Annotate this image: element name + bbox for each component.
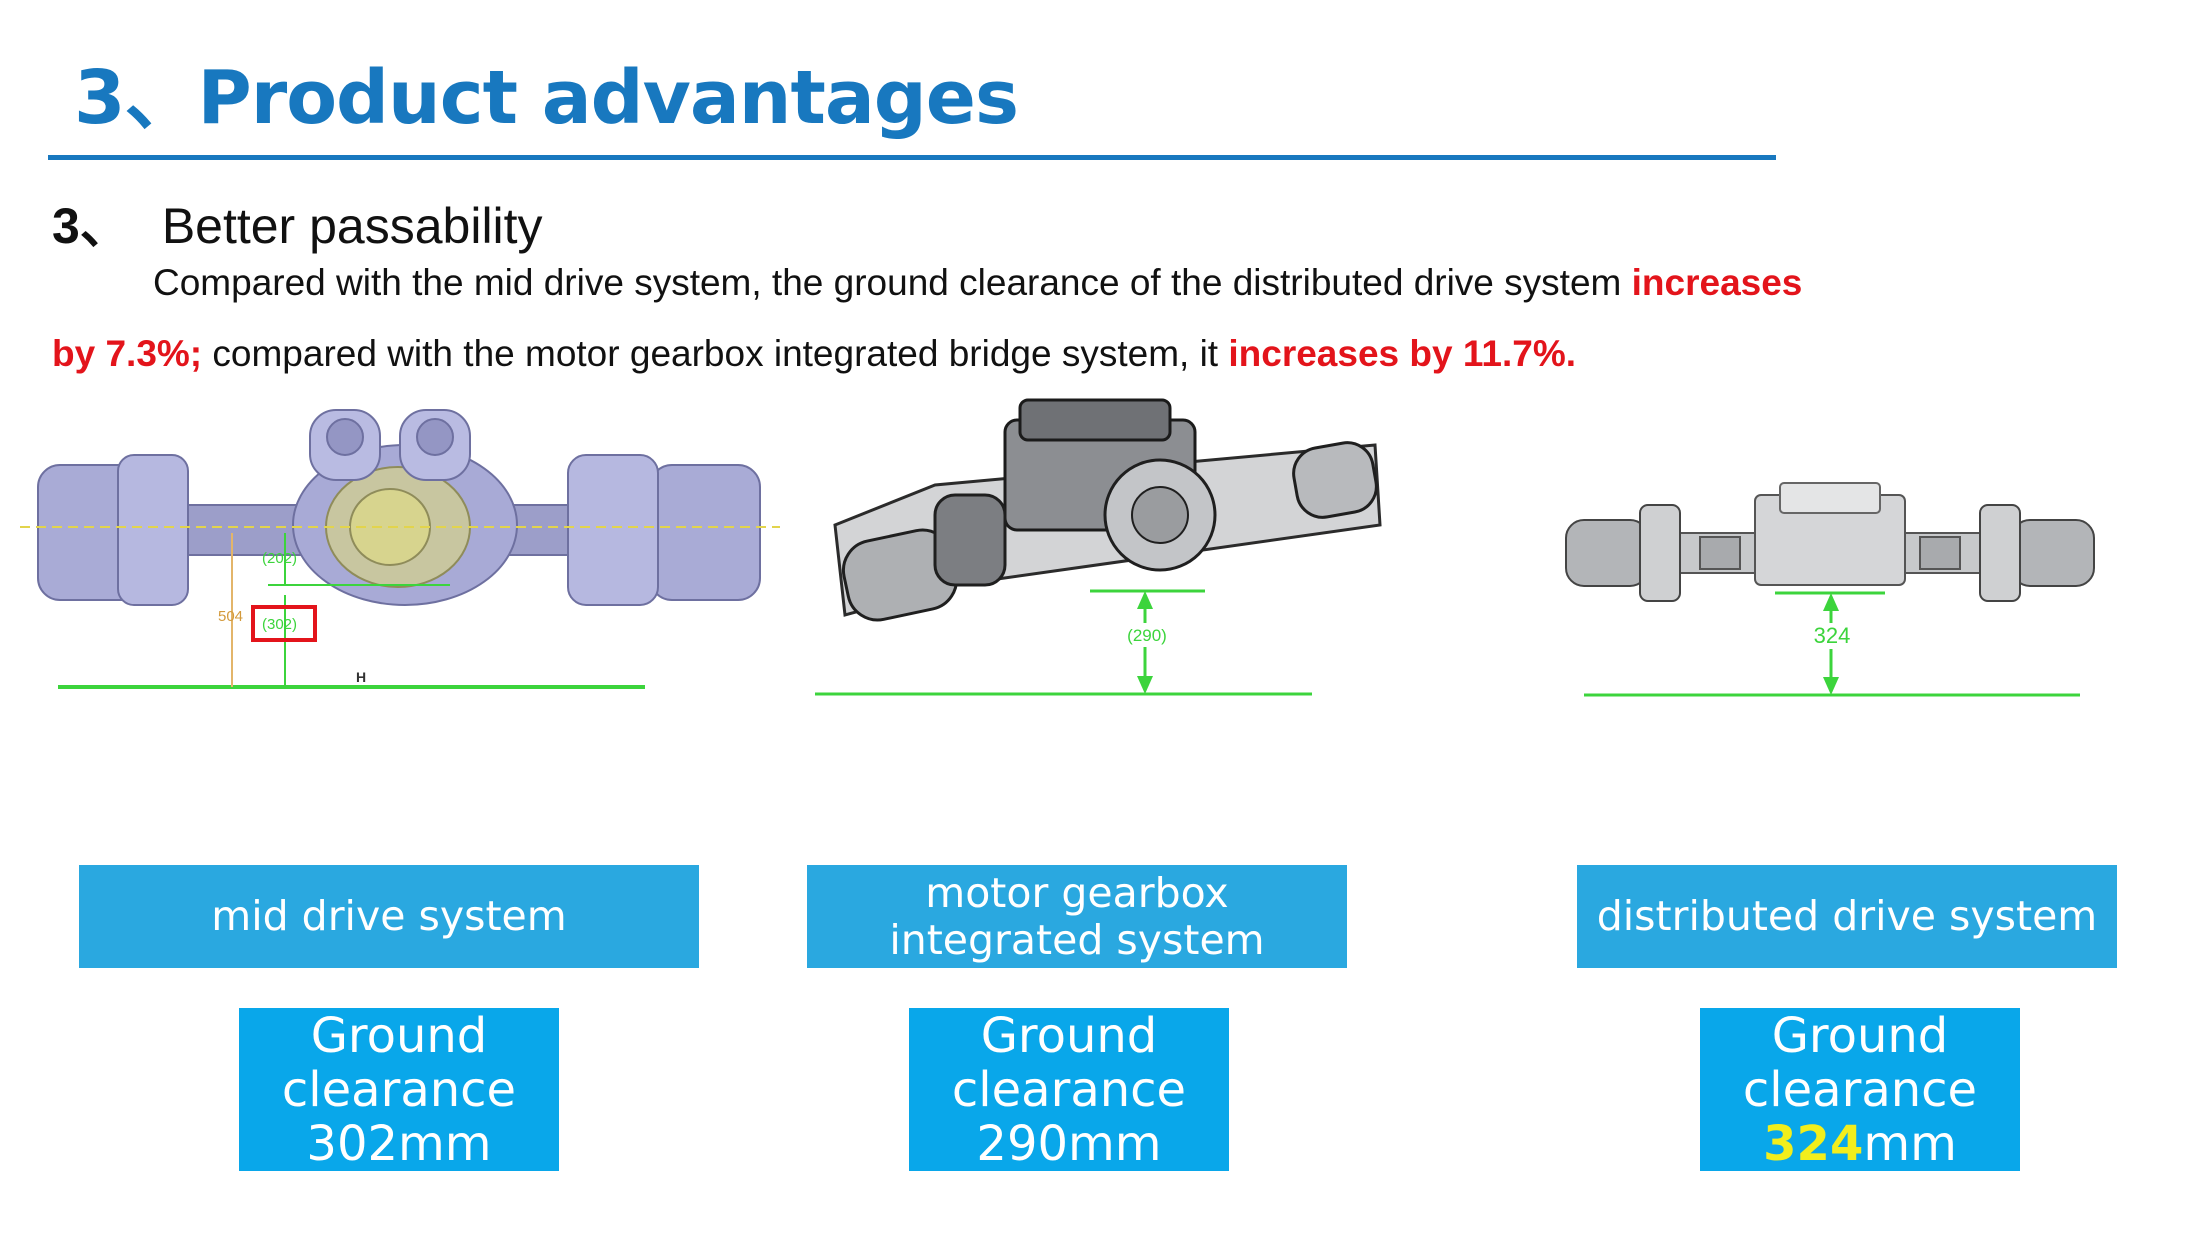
paragraph-line-2: by 7.3%; compared with the motor gearbox… <box>52 333 1576 374</box>
title-underline <box>48 155 1776 160</box>
clearance-box-motor-gearbox: Ground clearance 290mm <box>909 1008 1229 1171</box>
motor-gearbox-axle-drawing <box>833 398 1382 622</box>
dim-label-202: (202) <box>262 550 297 567</box>
clearance-value: 324mm <box>1763 1115 1957 1172</box>
mid-drive-axle-drawing <box>37 409 761 606</box>
up-arrow <box>1137 591 1153 609</box>
emphasis-percent-1: by 7.3%; <box>52 333 203 374</box>
dim-label-504: 504 <box>218 608 243 625</box>
label-motor-gearbox-system: motor gearbox integrated system <box>807 865 1347 968</box>
page-title: 3、Product advantages <box>74 55 1019 141</box>
motor-gearbox-axle-figure: (290) <box>815 398 1382 696</box>
mid-drive-axle-figure: 504 (202) (302) H <box>20 409 780 689</box>
section-number: 3、 <box>52 198 130 254</box>
up-arrow <box>1823 593 1839 611</box>
down-arrow <box>1137 676 1153 694</box>
dim-mark-h: H <box>356 669 366 685</box>
clearance-value: 302mm <box>306 1115 492 1172</box>
distributed-drive-axle-figure: 324 <box>1565 482 2095 697</box>
emphasis-increases: increases <box>1631 262 1803 303</box>
dim-label-302: (302) <box>262 616 297 633</box>
dim-label-290: (290) <box>1127 626 1167 645</box>
label-distributed-drive-system: distributed drive system <box>1577 865 2117 968</box>
down-arrow <box>1823 677 1839 695</box>
clearance-value: 290mm <box>976 1115 1162 1172</box>
emphasis-percent-2: increases by 11.7%. <box>1228 333 1576 374</box>
clearance-highlight-box <box>251 605 317 642</box>
clearance-value-highlight: 324 <box>1763 1115 1864 1172</box>
clearance-box-distributed-drive: Ground clearance 324mm <box>1700 1008 2020 1171</box>
dim-label-324: 324 <box>1814 623 1851 648</box>
clearance-box-mid-drive: Ground clearance 302mm <box>239 1008 559 1171</box>
section-heading: 3、 Better passability <box>52 186 543 258</box>
label-mid-drive-system: mid drive system <box>79 865 699 968</box>
section-title: Better passability <box>161 198 543 254</box>
paragraph-line-1: Compared with the mid drive system, the … <box>153 262 1803 303</box>
distributed-drive-axle-drawing <box>1565 482 2095 602</box>
